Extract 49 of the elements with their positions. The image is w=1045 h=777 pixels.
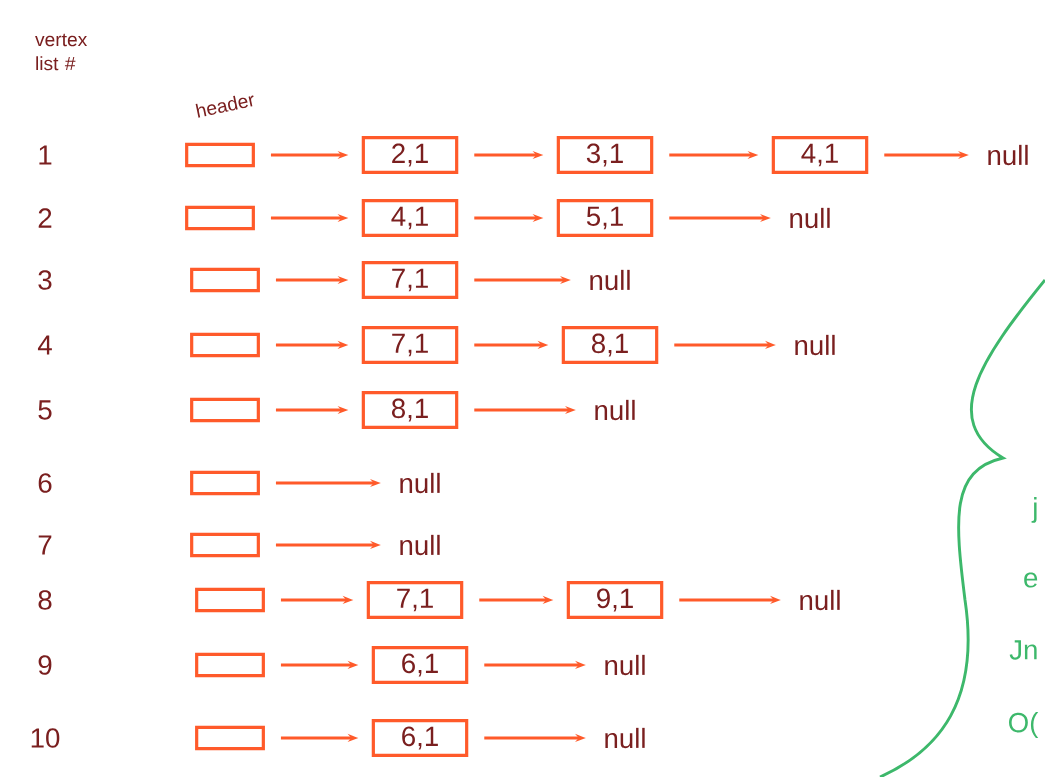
row-number: 6 — [38, 473, 52, 493]
null-text: null — [605, 654, 645, 676]
note-text: j — [1031, 497, 1037, 523]
list-node-box: 4,1 — [361, 199, 459, 237]
note-text: Jn — [1009, 640, 1037, 660]
null-text: null — [790, 207, 830, 229]
row-number: 5 — [38, 400, 52, 420]
header-box — [195, 725, 265, 751]
column-label: header — [195, 95, 254, 118]
null-text: null — [800, 589, 840, 611]
header-box — [195, 652, 265, 678]
null-text: null — [590, 269, 630, 291]
list-node-box: 7,1 — [361, 326, 459, 364]
row-number: 2 — [38, 208, 52, 228]
header-box — [190, 332, 260, 358]
list-node-box: 7,1 — [361, 261, 459, 299]
list-node-box: 8,1 — [361, 391, 459, 429]
row-number: 10 — [31, 728, 60, 748]
null-text: null — [988, 144, 1028, 166]
row-number: 3 — [38, 270, 52, 290]
list-node-box: 4,1 — [771, 136, 869, 174]
row-number: 1 — [39, 145, 52, 165]
list-node-box: 7,1 — [366, 581, 464, 619]
list-node-box: 2,1 — [361, 136, 459, 174]
header-box — [195, 587, 265, 613]
null-text: null — [595, 399, 635, 421]
list-node-box: 9,1 — [566, 581, 664, 619]
list-node-box: 8,1 — [561, 326, 659, 364]
list-node-box: 5,1 — [556, 199, 654, 237]
list-node-box: 3,1 — [556, 136, 654, 174]
row-number: 4 — [37, 335, 52, 355]
axis-title: vertex list # — [35, 33, 88, 71]
header-box — [190, 397, 260, 423]
note-text: O( — [1009, 712, 1039, 738]
row-number: 8 — [38, 590, 52, 610]
list-node-box: 6,1 — [371, 719, 469, 757]
note-text: e — [1024, 572, 1038, 588]
null-text: null — [400, 534, 440, 556]
null-text: null — [795, 334, 835, 356]
header-box — [190, 470, 260, 496]
null-text: null — [400, 472, 440, 494]
row-number: 9 — [38, 655, 52, 675]
header-box — [190, 267, 260, 293]
header-box — [190, 532, 260, 558]
header-box — [185, 142, 255, 168]
row-number: 7 — [38, 535, 52, 555]
header-box — [185, 205, 255, 231]
list-node-box: 6,1 — [371, 646, 469, 684]
null-text: null — [605, 727, 645, 749]
